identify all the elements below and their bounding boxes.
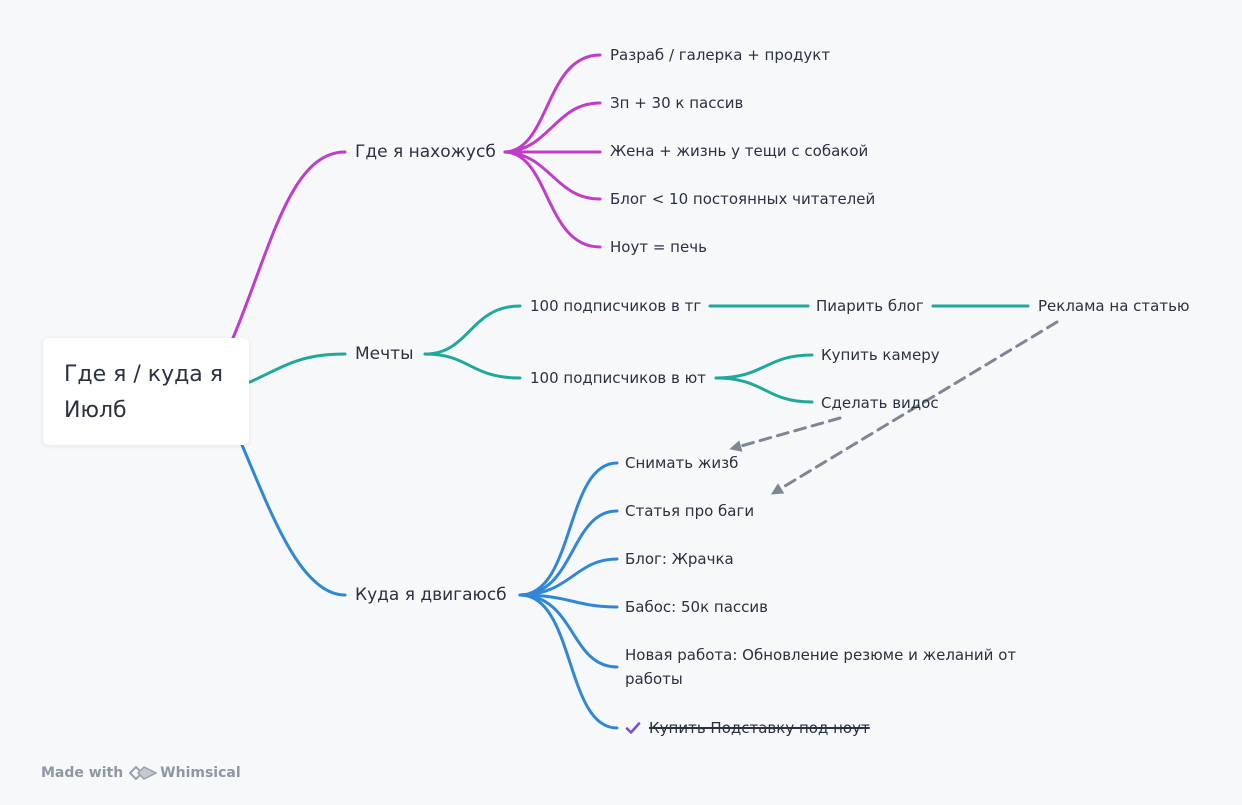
connector-moving-item-2 xyxy=(518,509,619,597)
moving-item-bug-article[interactable]: Статья про баги xyxy=(625,502,755,520)
where-item-job[interactable]: Разраб / галерка + продукт xyxy=(610,46,831,64)
dream-yt-subscribers[interactable]: 100 подписчиков в ют xyxy=(530,369,706,387)
moving-item-food-blog[interactable]: Блог: Жрачка xyxy=(625,550,734,568)
connector-yt-video xyxy=(714,376,814,404)
dream-promote-blog[interactable]: Пиарить блог xyxy=(816,297,924,315)
connector-root-where xyxy=(231,150,347,340)
dream-tg-subscribers[interactable]: 100 подписчиков в тг xyxy=(530,297,702,315)
moving-item-passive-income[interactable]: Бабос: 50к пассив xyxy=(625,598,768,616)
moving-item-new-job[interactable]: Новая работа: Обновление резюме и желани… xyxy=(625,646,1017,688)
branch-dreams[interactable]: Мечты xyxy=(355,344,414,364)
connector-where-item-5 xyxy=(503,150,602,249)
crosslink-ad-to-bug-article xyxy=(770,320,1059,495)
connector-moving-item-5 xyxy=(518,593,619,669)
connector-dreams-yt xyxy=(423,352,522,380)
where-item-family[interactable]: Жена + жизнь у тещи с собакой xyxy=(610,142,869,160)
checkmark-icon[interactable] xyxy=(625,720,641,736)
connector-dreams-tg xyxy=(423,304,522,356)
connector-where-item-2 xyxy=(503,101,602,154)
connector-where-item-1 xyxy=(503,53,602,154)
connector-root-moving xyxy=(240,443,347,597)
where-item-salary[interactable]: Зп + 30 к пассив xyxy=(610,94,744,112)
root-node-line-2: Июлб xyxy=(64,398,127,423)
moving-item-film-life[interactable]: Снимать жизб xyxy=(625,454,739,472)
root-node-line-1: Где я / куда я xyxy=(64,362,224,387)
connector-moving-item-6 xyxy=(518,593,619,730)
watermark-brand: Whimsical xyxy=(160,765,241,781)
dream-buy-camera[interactable]: Купить камеру xyxy=(821,346,940,364)
where-item-blog[interactable]: Блог < 10 постоянных читателей xyxy=(610,190,876,208)
connector-where-item-4 xyxy=(503,150,602,201)
made-with-whimsical-badge[interactable]: Made with Whimsical xyxy=(41,764,241,782)
moving-item-laptop-stand-label: Купить Подставку под ноут xyxy=(649,719,870,737)
watermark-prefix: Made with xyxy=(41,765,124,781)
where-item-laptop[interactable]: Ноут = печь xyxy=(610,238,707,256)
dream-make-video[interactable]: Сделать видос xyxy=(821,394,939,412)
connector-yt-camera xyxy=(714,353,814,380)
connector-moving-item-3 xyxy=(518,557,619,597)
branch-where-am-i[interactable]: Где я нахожусб xyxy=(355,142,496,162)
crosslink-video-to-film-life xyxy=(729,416,842,452)
root-node[interactable]: Где я / куда я Июлб xyxy=(43,338,249,445)
connector-root-dreams xyxy=(248,352,347,384)
whimsical-logo-icon xyxy=(129,765,158,781)
moving-item-laptop-stand[interactable]: Купить Подставку под ноут xyxy=(625,719,870,737)
dream-article-ad[interactable]: Реклама на статью xyxy=(1038,297,1190,315)
connector-moving-item-1 xyxy=(518,461,619,597)
branch-where-moving[interactable]: Куда я двигаюсб xyxy=(355,585,507,605)
